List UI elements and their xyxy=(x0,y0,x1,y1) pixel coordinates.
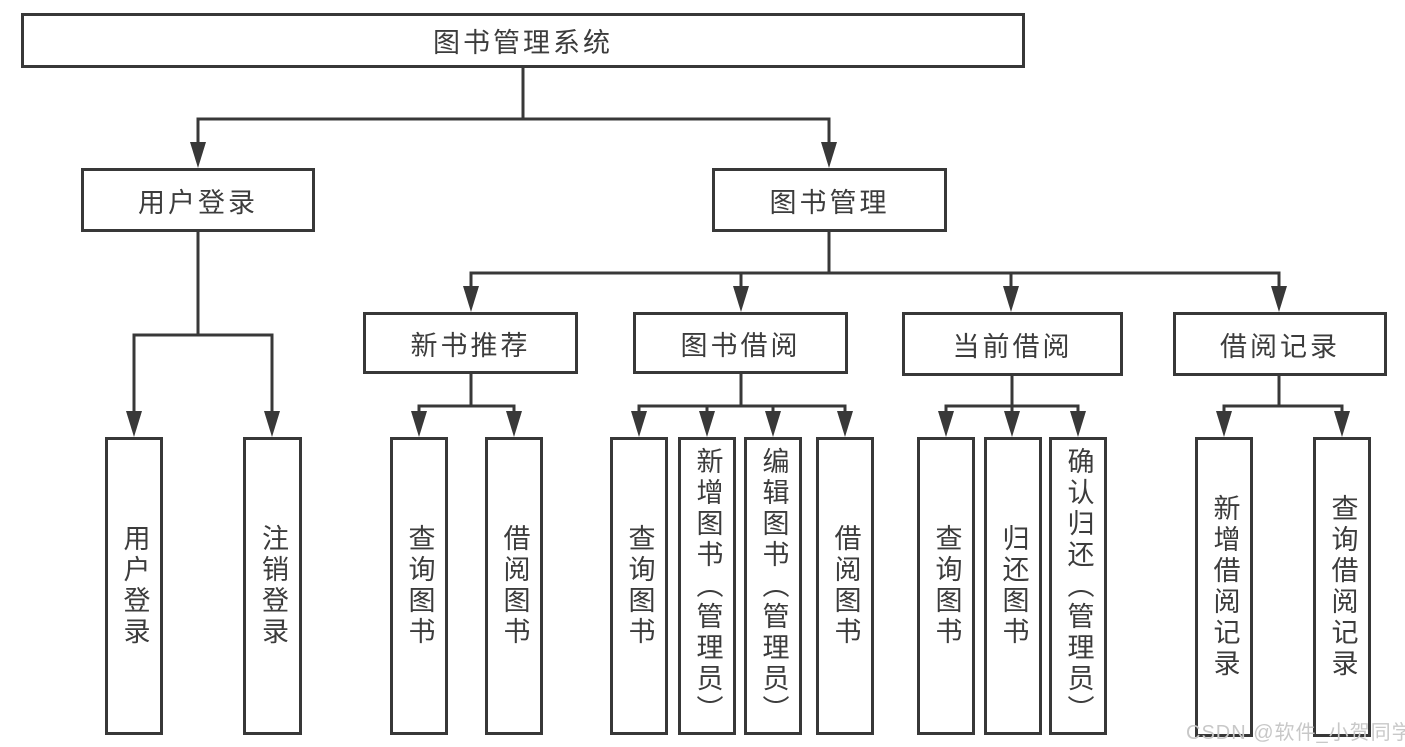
leaf-add-books-admin: 新增图书（管理员） xyxy=(678,437,736,735)
leaf-query-books-current: 查询图书 xyxy=(917,437,975,735)
node-label: 图书管理 xyxy=(769,187,890,218)
node-label: 用户登录 xyxy=(119,524,150,648)
node-label: 借阅记录 xyxy=(1220,331,1340,362)
leaf-query-borrow-record: 查询借阅记录 xyxy=(1313,437,1371,737)
edge-user-login-rail xyxy=(132,333,274,413)
arrowhead-icon xyxy=(1003,286,1019,312)
arrowhead-icon xyxy=(411,411,427,437)
node-new-book-recommend: 新书推荐 xyxy=(363,312,578,374)
arrowhead-icon xyxy=(765,411,781,437)
arrowhead-icon xyxy=(938,411,954,437)
arrowhead-icon xyxy=(733,286,749,312)
node-label: 用户登录 xyxy=(138,187,258,218)
arrowhead-icon xyxy=(126,411,142,437)
csdn-watermark: CSDN @软件_小贺同学 xyxy=(1186,722,1405,744)
node-label: 借阅图书 xyxy=(830,524,861,648)
node-label: 新增借阅记录 xyxy=(1209,494,1240,680)
node-label: 新增图书（管理员） xyxy=(692,446,723,726)
arrowhead-icon xyxy=(506,411,522,437)
node-label: 当前借阅 xyxy=(952,331,1073,362)
arrowhead-icon xyxy=(1070,411,1086,437)
arrowhead-icon xyxy=(190,142,206,168)
node-label: 图书管理系统 xyxy=(433,28,613,58)
leaf-edit-books-admin: 编辑图书（管理员） xyxy=(744,437,802,735)
node-label: 编辑图书（管理员） xyxy=(758,446,789,726)
arrowhead-icon xyxy=(837,411,853,437)
arrowhead-icon xyxy=(1334,411,1350,437)
node-label: 查询借阅记录 xyxy=(1327,494,1358,680)
node-book-borrow: 图书借阅 xyxy=(633,312,848,374)
arrowhead-icon xyxy=(821,142,837,168)
node-label: 借阅图书 xyxy=(499,524,530,648)
arrowhead-icon xyxy=(264,411,280,437)
node-label: 查询图书 xyxy=(624,524,655,648)
edge-book-borrow-rail xyxy=(637,404,847,413)
node-label: 查询图书 xyxy=(931,524,962,648)
edge-new-books-rail xyxy=(417,404,516,413)
node-label: 归还图书 xyxy=(998,524,1029,648)
edge-level3-rail xyxy=(469,271,1281,288)
node-label: 图书借阅 xyxy=(680,330,801,361)
leaf-confirm-return-admin: 确认归还（管理员） xyxy=(1049,437,1107,735)
leaf-query-books-recommend: 查询图书 xyxy=(390,437,448,735)
arrowhead-icon xyxy=(463,286,479,312)
leaf-borrow-books-recommend: 借阅图书 xyxy=(485,437,543,735)
arrowhead-icon xyxy=(631,411,647,437)
node-root-system: 图书管理系统 xyxy=(21,13,1025,68)
arrowhead-icon xyxy=(1271,286,1287,312)
leaf-return-books: 归还图书 xyxy=(984,437,1042,735)
arrowhead-icon xyxy=(1004,411,1020,437)
leaf-add-borrow-record: 新增借阅记录 xyxy=(1195,437,1253,737)
arrowhead-icon xyxy=(1216,411,1232,437)
leaf-borrow-books: 借阅图书 xyxy=(816,437,874,735)
leaf-logout: 注销登录 xyxy=(243,437,302,735)
node-borrow-records: 借阅记录 xyxy=(1173,312,1387,376)
node-current-borrow: 当前借阅 xyxy=(902,312,1123,376)
node-label: 查询图书 xyxy=(404,524,435,648)
node-label: 确认归还（管理员） xyxy=(1063,446,1094,726)
node-label: 新书推荐 xyxy=(410,330,531,361)
node-label: 注销登录 xyxy=(258,524,288,648)
node-user-login: 用户登录 xyxy=(81,168,315,232)
edge-borrow-records-rail xyxy=(1222,404,1344,413)
leaf-user-login: 用户登录 xyxy=(105,437,163,735)
arrowhead-icon xyxy=(699,411,715,437)
edge-level2-rail xyxy=(196,117,831,144)
node-book-management: 图书管理 xyxy=(712,168,947,232)
leaf-query-books-borrow: 查询图书 xyxy=(610,437,668,735)
